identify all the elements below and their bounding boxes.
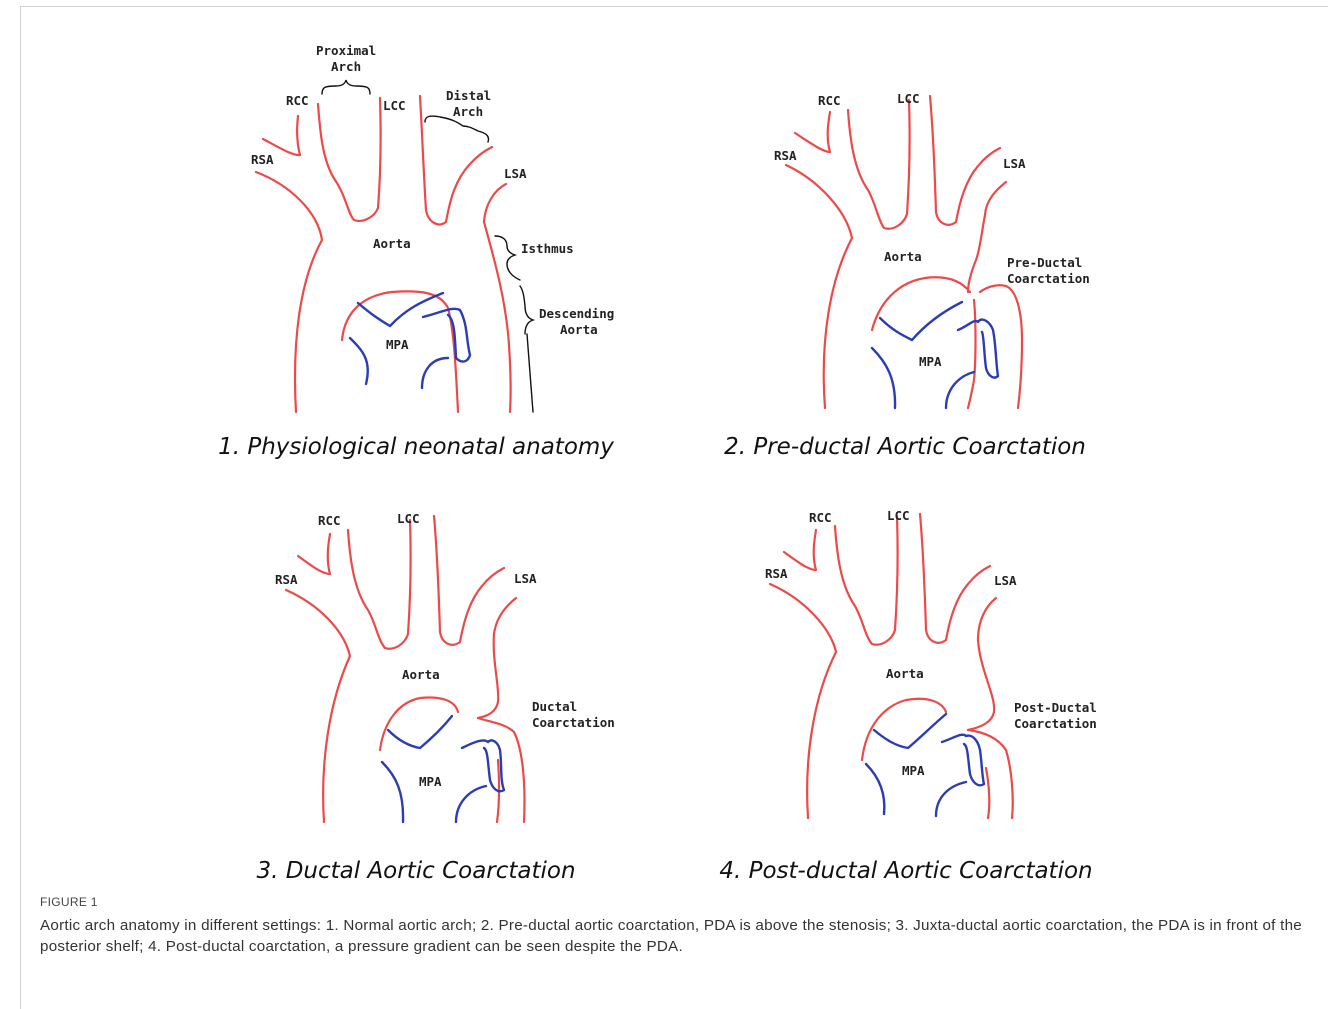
p3-rcc-label: RCC	[318, 513, 341, 528]
p3-aorta-label: Aorta	[402, 667, 440, 682]
p4-rsa-inner-wall	[784, 530, 816, 570]
p3-mpa-top	[388, 716, 452, 748]
p3-mpa-label: MPA	[419, 774, 442, 789]
p2-ductus	[958, 320, 998, 378]
p1-lcc-label: LCC	[383, 98, 406, 113]
p4-desc-aorta	[968, 730, 1013, 818]
p1-rcc-label: RCC	[286, 93, 309, 108]
p1-ductus	[423, 309, 470, 362]
panel-2-title: 2. Pre-ductal Aortic Coarctation	[724, 434, 1086, 460]
p3-lsa-label: LSA	[514, 571, 537, 586]
panel-4-pa	[866, 714, 984, 816]
p2-desc-inner	[968, 300, 976, 408]
p3-rsa-inner-wall	[298, 534, 330, 574]
p1-proximal-arch-brace	[322, 80, 370, 94]
p2-mpa-top	[880, 302, 962, 340]
p2-aortic-arch	[872, 277, 970, 330]
p1-descending-label-1: Descending	[539, 306, 614, 321]
p1-lsa-label: LSA	[504, 166, 527, 181]
p4-rsa-label: RSA	[765, 566, 788, 581]
p1-rsa-label: RSA	[251, 152, 274, 167]
p1-proximal-label-1: Proximal	[316, 43, 376, 58]
p1-rpa	[350, 338, 368, 384]
p1-aorta-right-wall	[256, 172, 322, 412]
p4-aorta-right-wall	[770, 584, 836, 818]
p3-note-label-1: Ductal	[532, 699, 577, 714]
p1-aorta-label: Aorta	[373, 236, 411, 251]
p4-desc-outer	[968, 598, 996, 730]
panel-4: RCC LCC RSA LSA Aorta Post-Ductal Coarct…	[719, 508, 1096, 880]
p4-rpa	[866, 764, 884, 814]
p4-mpa-label: MPA	[902, 763, 925, 778]
p3-rpa	[382, 762, 403, 822]
p1-isthmus-label: Isthmus	[521, 241, 574, 256]
figure-label: FIGURE 1	[40, 895, 98, 909]
p2-note-label-1: Pre-Ductal	[1007, 255, 1082, 270]
p3-lcc-lsa-wall	[434, 516, 504, 645]
p4-lsa-label: LSA	[994, 573, 1017, 588]
p3-aorta-right-wall	[286, 590, 350, 822]
p2-lcc-label: LCC	[897, 91, 920, 106]
p2-rcc-lcc-wall	[848, 100, 910, 229]
panel-4-title: 4. Post-ductal Aortic Coarctation	[719, 858, 1092, 880]
panel-1-annotations	[322, 80, 533, 412]
panel-1: Proximal Arch Distal Arch RCC LCC RSA LS…	[218, 43, 614, 460]
p2-note-label-2: Coarctation	[1007, 271, 1090, 286]
p1-proximal-label-2: Arch	[331, 59, 361, 74]
p1-distal-arch-brace	[425, 116, 489, 142]
p2-desc-aorta	[980, 285, 1022, 408]
aortic-arch-figure: Proximal Arch Distal Arch RCC LCC RSA LS…	[0, 0, 1328, 880]
p4-desc-inner	[986, 768, 989, 818]
p3-lpa	[456, 786, 486, 822]
p1-mpa-label: MPA	[386, 337, 409, 352]
panel-2: RCC LCC RSA LSA Aorta Pre-Ductal Coarcta…	[724, 91, 1090, 460]
panel-1-pa	[350, 293, 470, 388]
p1-distal-label-1: Distal	[446, 88, 491, 103]
p4-note-label-2: Coarctation	[1014, 716, 1097, 731]
p2-rsa-inner-wall	[795, 112, 830, 152]
p4-ductus	[942, 735, 984, 786]
p1-rsa-inner-wall	[263, 116, 300, 155]
p1-aorta-outer-wall	[484, 184, 511, 412]
p1-descending-brace	[520, 286, 533, 334]
p3-rcc-lcc-wall	[348, 520, 411, 649]
p1-rcc-lcc-wall	[318, 98, 381, 221]
p2-rpa	[872, 348, 895, 408]
p3-note-label-2: Coarctation	[532, 715, 615, 730]
p1-descending-line	[527, 334, 533, 412]
p4-mpa-top	[874, 714, 946, 748]
p4-lcc-label: LCC	[887, 508, 910, 523]
p2-aorta-right-wall	[786, 165, 852, 408]
p1-lpa	[422, 358, 448, 388]
panel-3: RCC LCC RSA LSA Aorta Ductal Coarctation…	[256, 511, 614, 880]
p4-rcc-label: RCC	[809, 510, 832, 525]
p4-aorta-label: Aorta	[886, 666, 924, 681]
p2-lcc-lsa-wall	[930, 96, 1000, 225]
p4-rcc-lcc-wall	[835, 516, 898, 645]
p3-desc-outer	[478, 598, 516, 718]
panel-3-pa	[382, 716, 504, 822]
p4-note-label-1: Post-Ductal	[1014, 700, 1097, 715]
p1-distal-label-2: Arch	[453, 104, 483, 119]
p1-isthmus-brace	[495, 236, 520, 280]
p2-lsa-label: LSA	[1003, 156, 1026, 171]
p4-lpa	[936, 782, 966, 816]
p2-aorta-label: Aorta	[884, 249, 922, 264]
panel-1-vessels	[256, 96, 511, 412]
panel-1-title: 1. Physiological neonatal anatomy	[218, 434, 614, 460]
p2-mpa-label: MPA	[919, 354, 942, 369]
figure-caption: Aortic arch anatomy in different setting…	[40, 915, 1302, 957]
p2-rcc-label: RCC	[818, 93, 841, 108]
p1-descending-label-2: Aorta	[560, 322, 598, 337]
p3-rsa-label: RSA	[275, 572, 298, 587]
panel-3-title: 3. Ductal Aortic Coarctation	[256, 858, 575, 880]
p2-descending-outer	[968, 182, 1006, 292]
p2-rsa-label: RSA	[774, 148, 797, 163]
p3-lcc-label: LCC	[397, 511, 420, 526]
